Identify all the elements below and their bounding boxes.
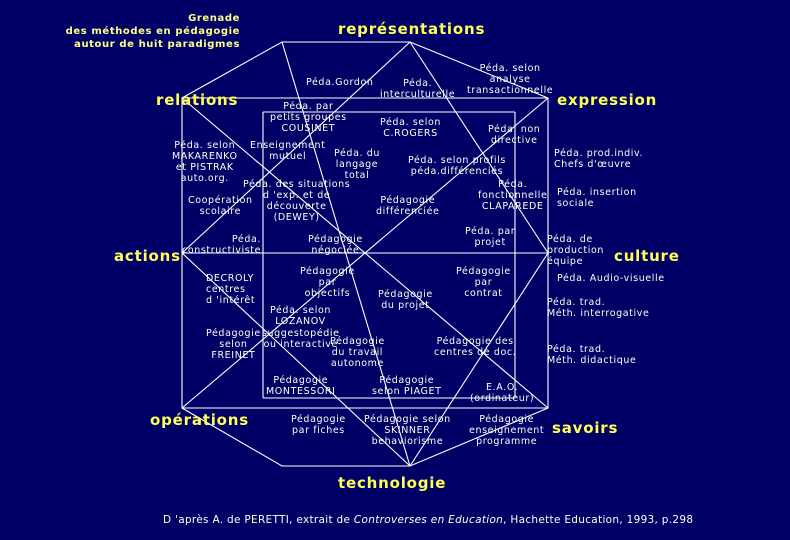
method-contrat: Pédagogie par contrat [456,266,511,299]
method-petits-groupes: Péda. par petits groupes COUSINET [270,101,347,134]
method-gordon: Péda.Gordon [306,77,374,88]
method-constructiviste: Péda. constructiviste [182,234,262,256]
vertex-technologie: technologie [338,474,447,492]
method-profils: Péda. selon profils péda.différenciés [408,155,506,177]
vertex-actions: actions [114,247,181,265]
credit-suffix: , Hachette Education, 1993, p.298 [503,514,694,526]
method-travail-autonome: Pédagogie du travail autonome [330,336,385,369]
method-analyse-transactionnelle: Péda. selon analyse transactionnelle [467,63,554,96]
method-negociee: Pédagogie négociée [308,234,363,256]
method-non-directive: Péda. non directive [488,124,541,146]
method-objectifs: Pédagogie par objectifs [300,266,355,299]
credit-work: Controverses en Education [353,514,504,526]
method-production-equipe: Péda. de production équipe [547,234,605,267]
method-fonctionnelle: Péda. fonctionnelle CLAPAREDE [478,179,548,212]
method-decroly: DECROLY centres d 'intérêt [206,273,256,306]
method-situations: Péda. des situations d 'exp. et de décou… [243,179,351,223]
chord-top-bottom [281,41,411,467]
method-skinner: Pédagogie selon SKINNER behaviorisme [364,414,451,447]
vertex-representations: représentations [338,20,486,38]
credit-prefix: D 'après A. de PERETTI, extrait de [163,514,354,526]
method-interrogative: Péda. trad. Méth. interrogative [547,297,650,319]
vertex-savoirs: savoirs [552,419,619,437]
method-montessori: Pédagogie MONTESSORI [266,375,336,397]
method-enseignement-programme: Pédagogie enseignement programme [469,414,545,447]
vertex-operations: opérations [150,411,249,429]
method-interculturelle: Péda. interculturelle [380,78,456,100]
method-par-projet: Péda. par projet [465,226,516,248]
method-insertion-sociale: Péda. insertion sociale [557,187,637,209]
method-langage-total: Péda. du langage total [334,148,380,181]
method-piaget: Pédagogie selon PIAGET [372,375,442,397]
chord-representations-culture [409,41,549,254]
vertex-relations: relations [156,91,239,109]
method-enseignement-mutuel: Enseignement mutuel [250,140,326,162]
method-audio-visuelle: Péda. Audio-visuelle [557,273,665,284]
chord-actions-representations [181,41,411,254]
method-differenciee: Pédagogie différenciée [376,195,440,217]
method-suggestopedie: suggestopédie ou interactive [262,328,340,350]
diagram-title: Grenade des méthodes en pédagogie autour… [65,13,240,50]
method-eao: E.A.O. (ordinateur) [470,382,535,404]
octagon-outline [181,41,549,467]
method-lozanov: Péda. selon LOZANOV [270,305,331,327]
method-cooperation: Coopération scolaire [188,195,253,217]
chord-culture-technologie [409,252,549,467]
method-rogers: Péda. selon C.ROGERS [380,117,441,139]
method-centres-doc: Pédagogie des centres de doc. [434,336,517,358]
method-prod-indiv: Péda. prod.indiv. Chefs d'œuvre [554,148,644,170]
chord-technologie-actions [181,252,411,467]
method-freinet: Pédagogie selon FREINET [206,328,261,361]
method-didactique: Péda. trad. Méth. didactique [547,344,637,366]
vertex-expression: expression [557,91,658,109]
method-fiches: Pédagogie par fiches [291,414,346,436]
vertex-culture: culture [614,247,680,265]
method-du-projet: Pédagogie du projet [378,289,433,311]
source-credit: D 'après A. de PERETTI, extrait de Contr… [163,514,693,526]
method-makarenko: Péda. selon MAKARENKO et PISTRAK auto.or… [172,140,238,184]
